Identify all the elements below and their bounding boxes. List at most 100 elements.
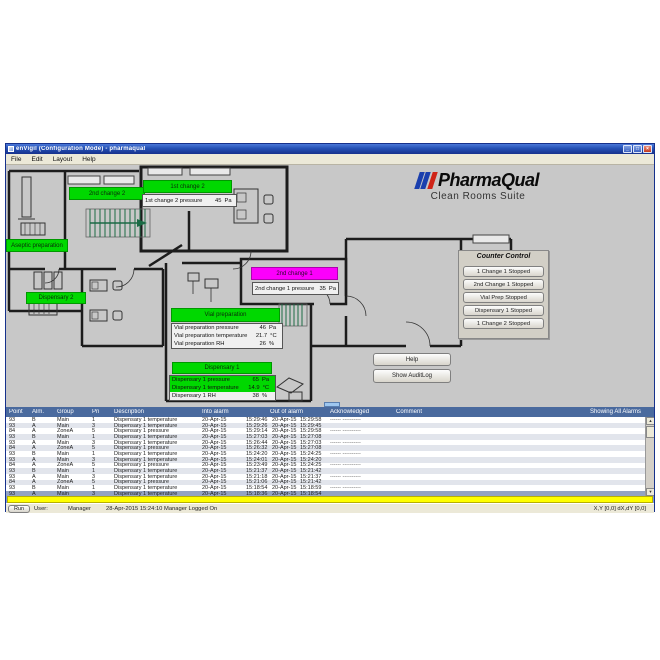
readout-value: 45: [215, 197, 222, 204]
scroll-down-icon[interactable]: ▼: [646, 488, 654, 496]
col-comment[interactable]: Comment: [396, 409, 423, 415]
room-label-dispensary-1[interactable]: Dispensary 1: [172, 362, 272, 374]
counter-button-0[interactable]: 1 Change 1 Stopped: [463, 266, 544, 277]
col-description[interactable]: Description: [114, 409, 145, 415]
cell-in_date: 20-Apr-15: [202, 428, 227, 435]
counter-button-3[interactable]: Dispensary 1 Stopped: [463, 305, 544, 316]
cell-pri: 5: [92, 462, 96, 469]
maximize-button[interactable]: □: [633, 145, 642, 153]
col-group[interactable]: Group: [57, 409, 74, 415]
cell-in_date: 20-Apr-15: [202, 462, 227, 469]
scrollbar-thumb[interactable]: [646, 426, 654, 438]
col-into-alarm[interactable]: Into alarm: [202, 409, 229, 415]
cell-desc: Dispensary 1 pressure: [114, 479, 170, 486]
cell-in_date: 20-Apr-15: [202, 490, 227, 496]
cell-in_date: 20-Apr-15: [202, 479, 227, 486]
cell-in_date: 20-Apr-15: [202, 450, 227, 457]
col-pri[interactable]: Pri: [92, 409, 100, 415]
room-label-aseptic-preparation[interactable]: Aseptic preparation: [6, 239, 68, 252]
room-label-vial-preparation[interactable]: Vial preparation: [171, 308, 280, 322]
cell-ack: ------ ----------: [330, 417, 361, 423]
readout-unit: %: [269, 341, 275, 347]
cell-in_time: 15:29:14: [246, 428, 268, 435]
readout-unit: %: [262, 393, 268, 399]
cell-in_date: 20-Apr-15: [202, 456, 227, 463]
cell-out_time: 15:18:54: [300, 490, 322, 496]
cell-point: 93: [9, 439, 16, 446]
cell-alm: A: [32, 439, 36, 446]
close-button[interactable]: ×: [643, 145, 652, 153]
col-out-of-alarm[interactable]: Out of alarm: [270, 409, 304, 415]
cell-point: 93: [9, 450, 16, 457]
logo-bars-icon: [414, 171, 438, 189]
help-button[interactable]: Help: [373, 353, 451, 366]
cell-in_time: 15:21:18: [246, 473, 268, 480]
minimize-button[interactable]: _: [623, 145, 632, 153]
cell-pri: 5: [92, 445, 96, 452]
room-label-2nd-change-2[interactable]: 2nd change 2: [69, 187, 145, 200]
readout-label: Vial preparation pressure: [174, 325, 239, 331]
col-point[interactable]: Point: [9, 409, 23, 415]
cell-point: 93: [9, 456, 16, 463]
cell-in_time: 15:21:37: [246, 468, 268, 475]
room-label-1st-change-2[interactable]: 1st change 2: [143, 180, 232, 193]
counter-button-1[interactable]: 2nd Change 1 Stopped: [463, 279, 544, 290]
readout-row: Vial preparation temperature 21.7 °C: [172, 332, 282, 340]
cell-out_date: 20-Apr-15: [272, 417, 297, 423]
menu-item-edit[interactable]: Edit: [31, 155, 43, 163]
cell-point: 93: [9, 417, 16, 423]
cell-out_time: 15:29:45: [300, 422, 322, 429]
cell-out_time: 15:27:08: [300, 445, 322, 452]
menu-item-help[interactable]: Help: [82, 155, 96, 163]
cell-in_time: 15:27:03: [246, 433, 268, 440]
col-alm[interactable]: Alm.: [32, 409, 44, 415]
cell-out_date: 20-Apr-15: [272, 479, 297, 486]
cell-desc: Dispensary 1 temperature: [114, 422, 178, 429]
splitter-handle[interactable]: [324, 402, 340, 407]
cell-pri: 1: [92, 433, 96, 440]
cell-group: Main: [57, 456, 69, 463]
counter-button-4[interactable]: 1 Change 2 Stopped: [463, 318, 544, 329]
readout-label: Dispensary 1 pressure: [172, 377, 230, 383]
cell-group: Main: [57, 490, 69, 496]
cell-alm: B: [32, 485, 36, 492]
counter-button-2[interactable]: Vial Prep Stopped: [463, 292, 544, 303]
menu-item-layout[interactable]: Layout: [52, 155, 73, 163]
cell-in_time: 15:24:01: [246, 456, 268, 463]
cell-desc: Dispensary 1 temperature: [114, 450, 178, 457]
scroll-up-icon[interactable]: ▲: [646, 417, 654, 425]
cell-out_date: 20-Apr-15: [272, 462, 297, 469]
readout-value: 65: [252, 377, 259, 383]
cell-desc: Dispensary 1 temperature: [114, 433, 178, 440]
alarm-banner: [7, 496, 653, 503]
mimic-canvas: 2nd change 2 1st change 2 Aseptic prepar…: [6, 165, 654, 407]
menu-item-file[interactable]: File: [11, 155, 22, 163]
cell-desc: Dispensary 1 temperature: [114, 417, 178, 423]
room-label-dispensary-2[interactable]: Dispensary 2: [26, 292, 86, 304]
readout-2nd-change-1: 2nd change 1 pressure 35 Pa: [252, 282, 339, 295]
show-auditlog-button[interactable]: Show AuditLog: [373, 369, 451, 383]
room-label-2nd-change-1[interactable]: 2nd change 1: [251, 267, 338, 280]
stairs-upper: [85, 208, 151, 238]
cell-ack: ------ ----------: [330, 439, 361, 446]
title-bar[interactable]: enVigil (Configuration Mode) - pharmaqua…: [6, 144, 654, 154]
readout-row: 2nd change 1 pressure 35 Pa: [253, 283, 338, 294]
run-button[interactable]: Run: [8, 505, 30, 513]
vertical-scrollbar[interactable]: ▲ ▼: [645, 417, 654, 496]
readout-value: 46: [259, 325, 266, 331]
col-acknowledged[interactable]: Acknowledged: [330, 409, 370, 415]
